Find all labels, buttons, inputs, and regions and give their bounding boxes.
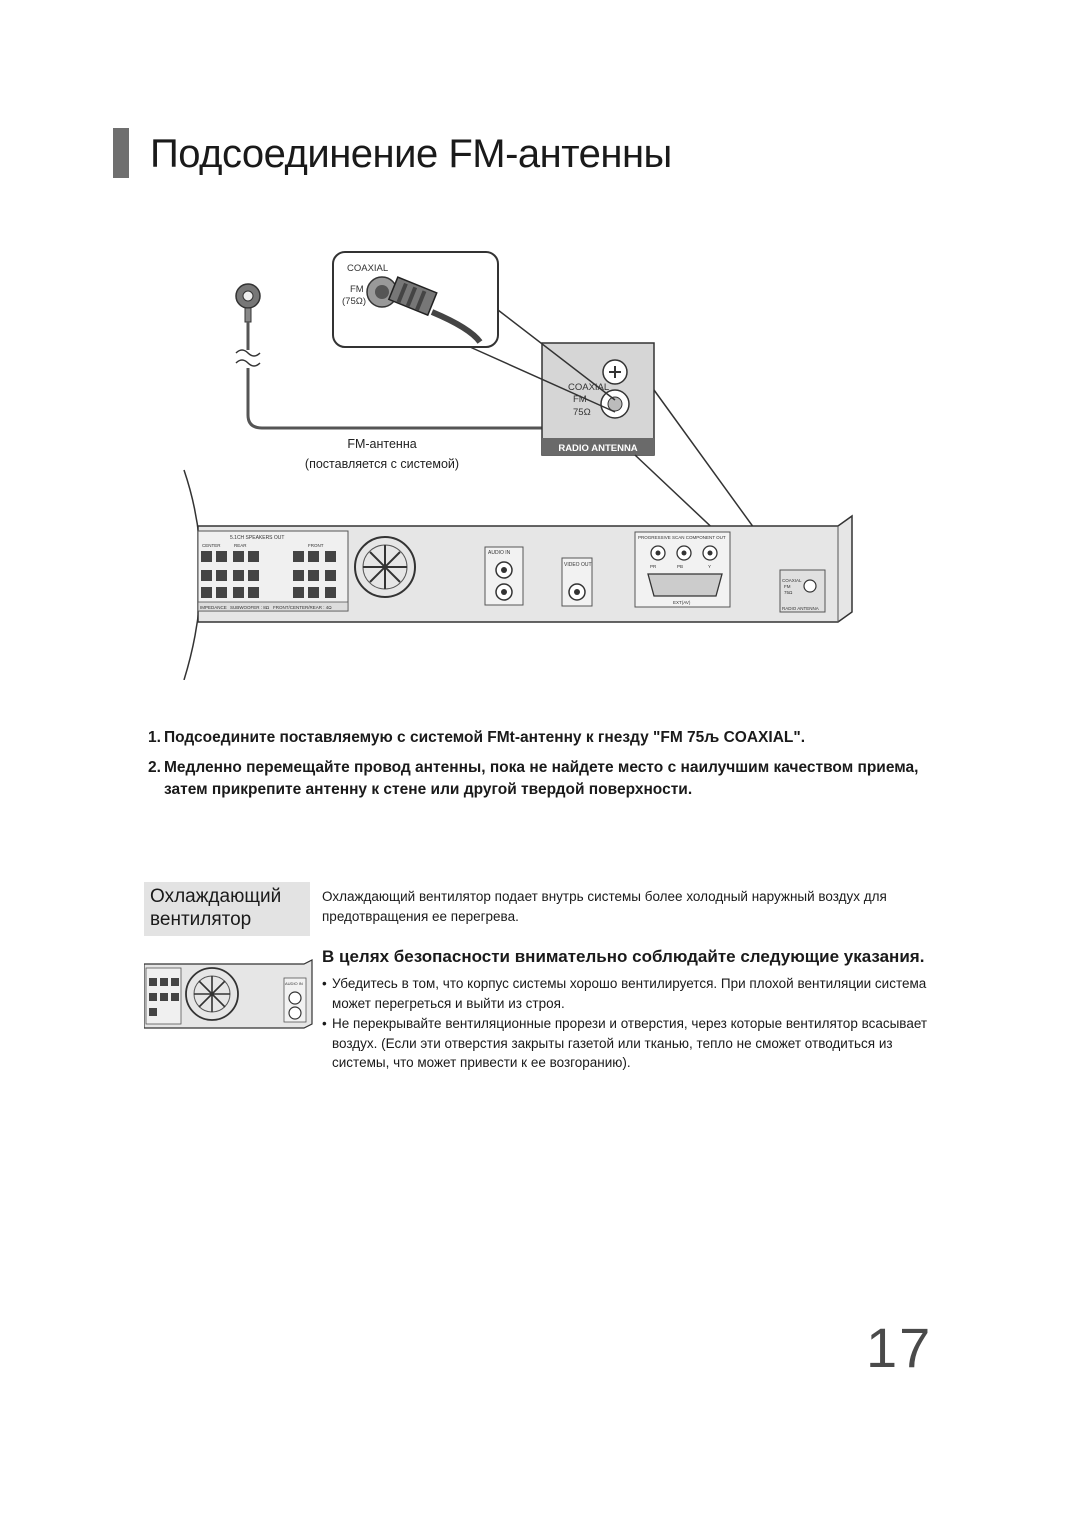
step-number: 2. [148,759,161,776]
svg-text:FRONT: FRONT [308,543,324,548]
safety-bullets: • Убедитесь в том, что корпус системы хо… [322,974,942,1074]
title-bar-decoration [113,128,129,178]
svg-text:AUDIO IN: AUDIO IN [285,981,303,986]
step-text: Подсоедините поставляемую с системой FMt… [164,729,806,746]
zoom-fm-label: FM [350,284,364,295]
svg-text:PB: PB [677,564,683,569]
fan-heading: Охлаждающий вентилятор [144,882,310,936]
safety-heading: В целях безопасности внимательно соблюда… [322,947,925,966]
svg-text:AUDIO IN: AUDIO IN [488,550,511,556]
svg-text:FRONT/CENTER/REAR : 4Ω: FRONT/CENTER/REAR : 4Ω [273,605,332,610]
bullet-item: • Убедитесь в том, что корпус системы хо… [322,974,942,1013]
page-title: Подсоединение FM-антенны [150,132,672,176]
antenna-sub-label: (поставляется с системой) [305,457,459,471]
svg-text:IMPEDANCE: IMPEDANCE [200,605,227,610]
svg-text:RADIO ANTENNA: RADIO ANTENNA [782,606,819,611]
fan-thumbnail-image: AUDIO IN [144,959,313,1029]
step-number: 1. [148,729,161,746]
svg-text:Y: Y [708,564,711,569]
bullet-text: Убедитесь в том, что корпус системы хоро… [332,976,927,1011]
panel-fm-label: FM [573,394,587,405]
svg-text:COAXIAL: COAXIAL [782,578,802,583]
step-1: 1. Подсоедините поставляемую с системой … [148,727,948,749]
svg-text:75Ω: 75Ω [784,590,793,595]
panel-radio-label: RADIO ANTENNA [558,443,637,454]
bullet-text: Не перекрывайте вентиляционные прорези и… [332,1016,928,1070]
radio-antenna-panel [541,342,655,456]
bullet-dot-icon: • [322,976,327,991]
svg-text:5.1CH SPEAKERS OUT: 5.1CH SPEAKERS OUT [230,535,284,541]
svg-text:SUBWOOFER : 8Ω: SUBWOOFER : 8Ω [230,605,270,610]
antenna-label: FM-антенна [347,437,416,451]
receiver-rear-panel: 5.1CH SPEAKERS OUT CENTER REAR FRONT IMP… [197,514,853,623]
wire-break-icon [235,349,261,367]
coax-connector-icon [387,276,483,344]
zoom-leader-lines [469,309,616,413]
antenna-plug-icon [235,283,261,323]
zoom-coaxial-label: COAXIAL [347,263,388,274]
step-2: 2. Медленно перемещайте провод антенны, … [148,757,948,801]
fan-heading-line2: вентилятор [150,909,252,930]
page-number: 17 [866,1316,933,1379]
zoom-ohm-label: (75Ω) [342,296,366,307]
bullet-item: • Не перекрывайте вентиляционные прорези… [322,1014,942,1073]
svg-text:CENTER: CENTER [202,543,221,548]
svg-text:EXT(AV): EXT(AV) [673,600,691,605]
panel-ohm-label: 75Ω [573,407,591,418]
step-text: Медленно перемещайте провод антенны, пок… [164,759,919,798]
svg-text:PROGRESSIVE SCAN COMPONENT OUT: PROGRESSIVE SCAN COMPONENT OUT [638,535,726,540]
fan-description: Охлаждающий вентилятор подает внутрь сис… [322,889,887,924]
cooling-fan-icon [185,967,239,1021]
bullet-dot-icon: • [322,1016,327,1031]
svg-text:REAR: REAR [234,543,247,548]
antenna-connection-diagram: COAXIAL FM (75Ω) RADIO ANTENNA COAXIAL F… [183,251,853,680]
svg-text:FM: FM [784,584,791,589]
svg-text:PR: PR [650,564,657,569]
fan-heading-line1: Охлаждающий [150,886,282,907]
svg-text:VIDEO OUT: VIDEO OUT [564,562,592,568]
instruction-steps: 1. Подсоедините поставляемую с системой … [148,727,948,809]
cooling-fan-icon [354,536,416,598]
panel-coaxial-label: COAXIAL [568,382,609,393]
